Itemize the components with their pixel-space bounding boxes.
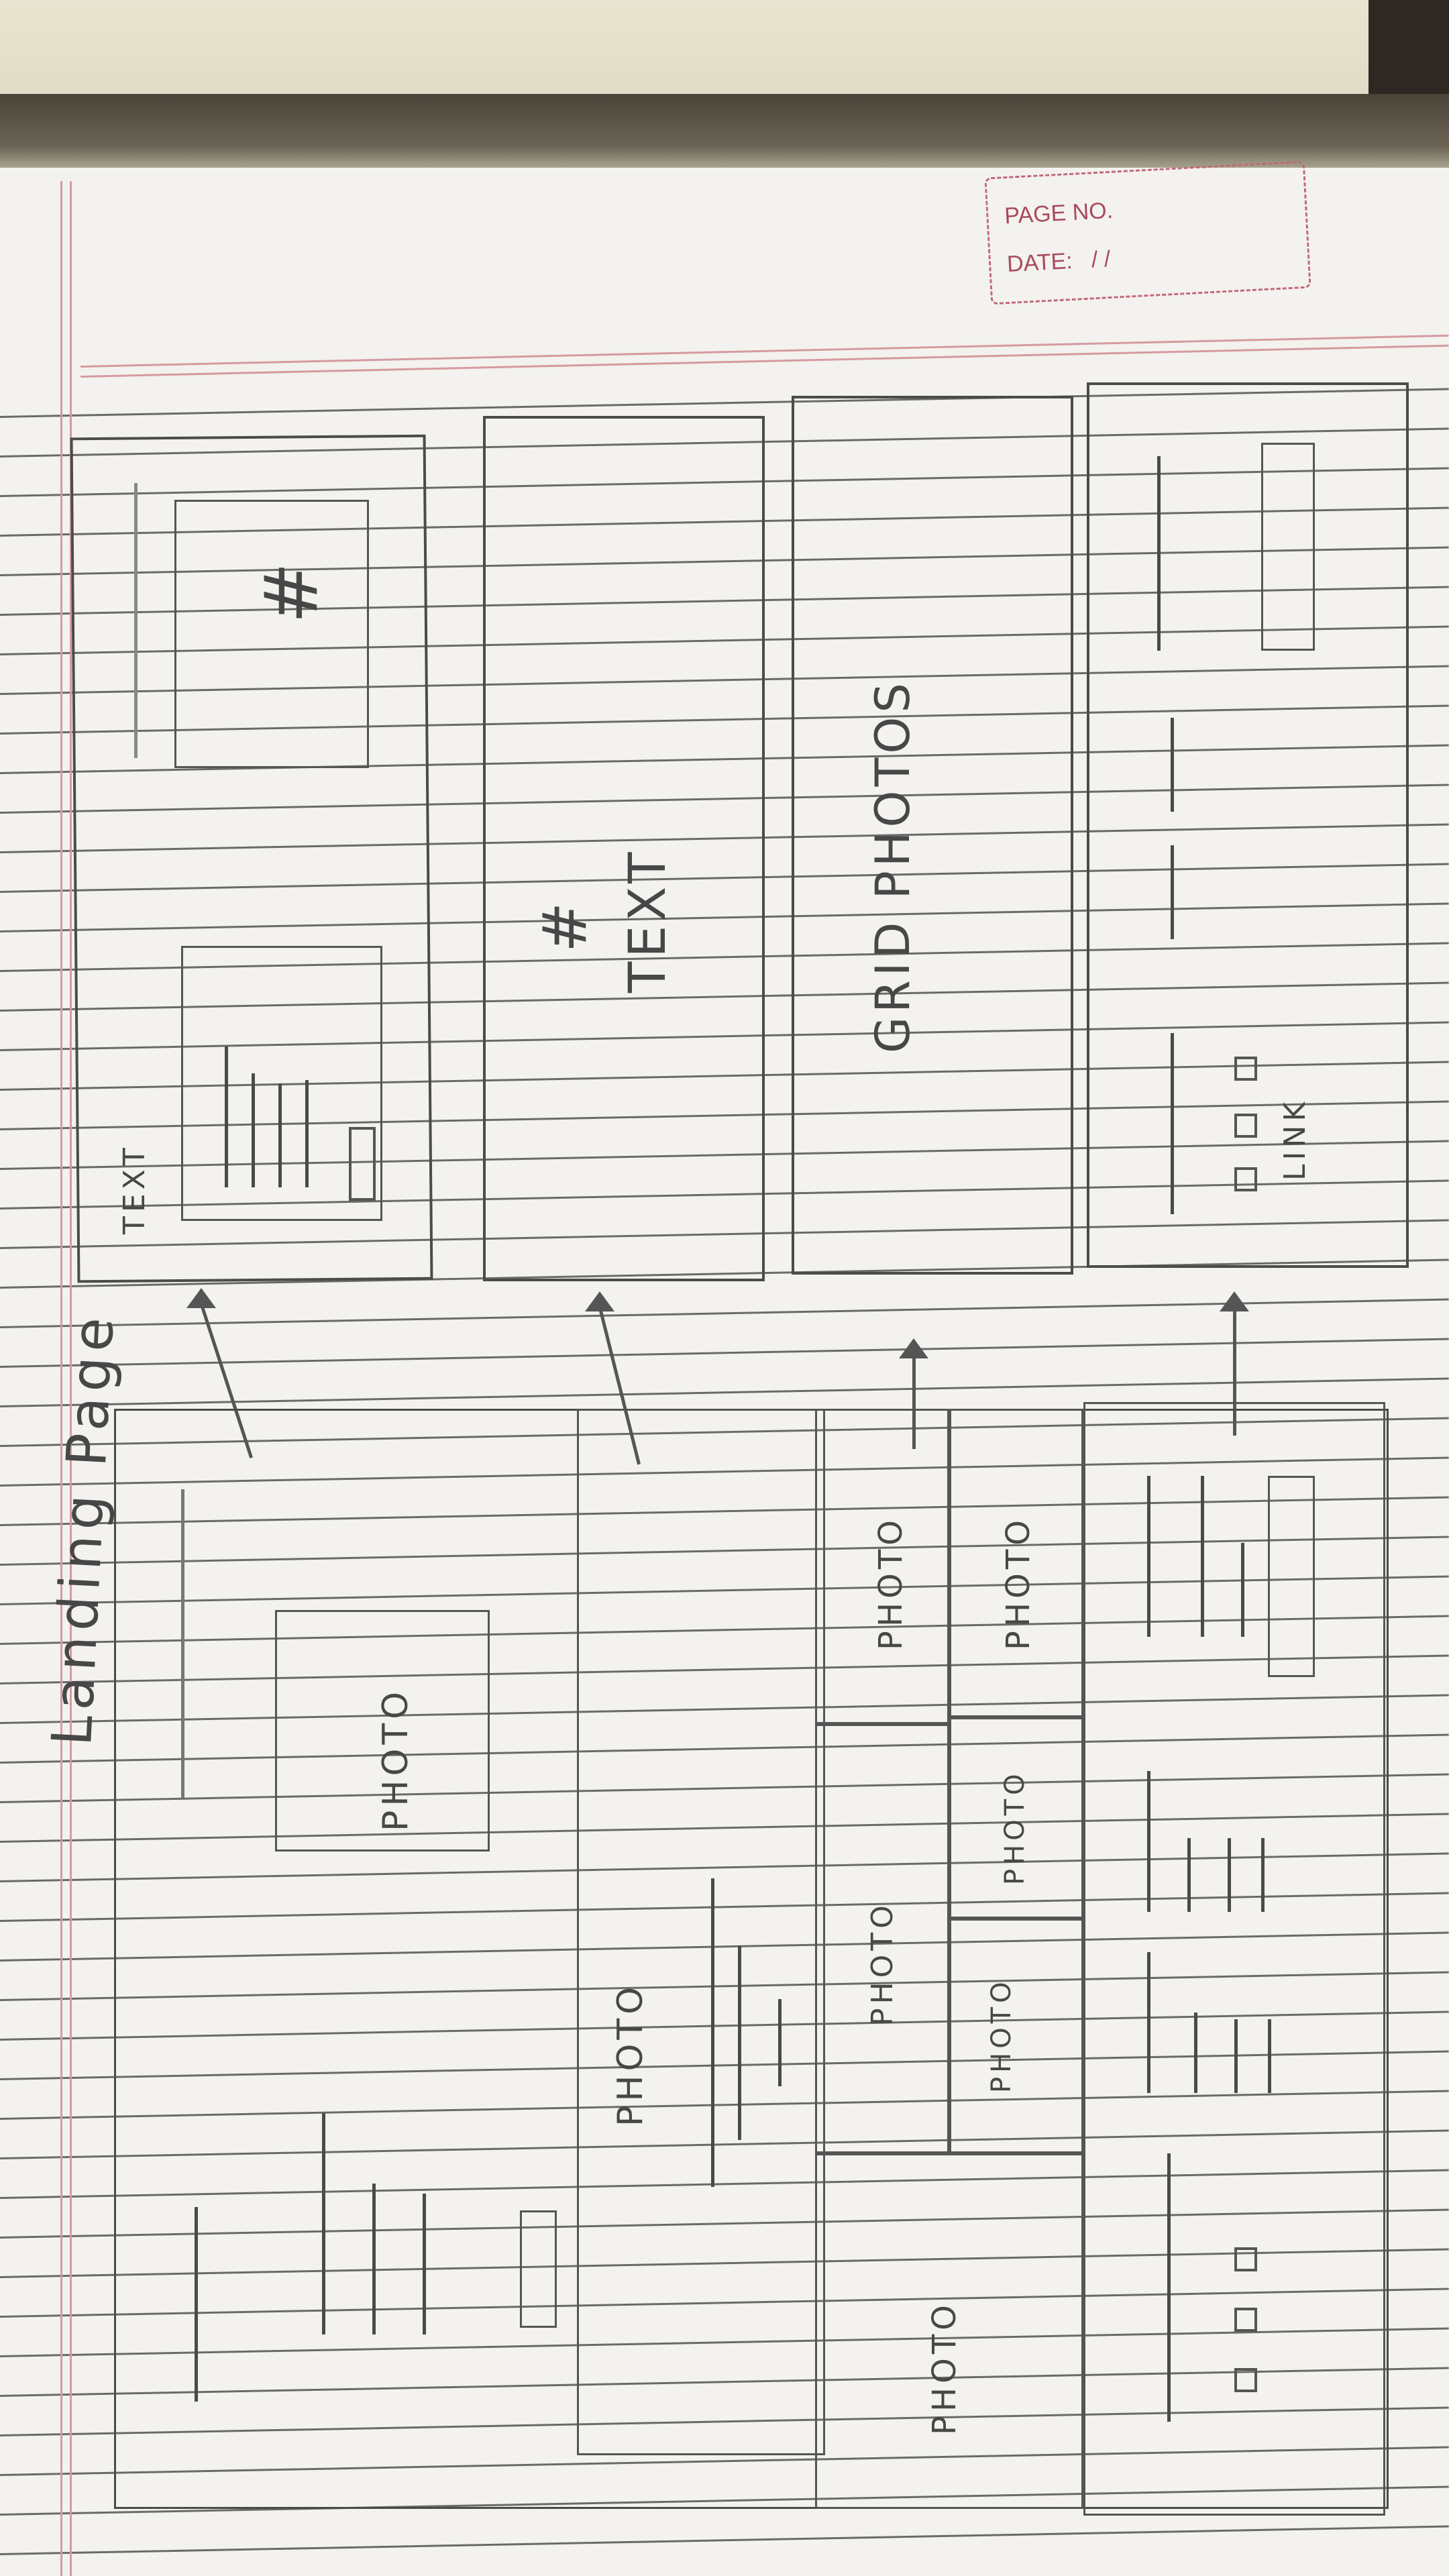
text-line: [278, 1083, 282, 1187]
nav-line: [181, 1489, 184, 1798]
footer-line: [1187, 1838, 1191, 1912]
page-shadow: [0, 94, 1449, 181]
footer-line: [1228, 1838, 1231, 1912]
text-line: [252, 1073, 255, 1187]
footer-box: [1261, 443, 1315, 651]
hero-text-line: [322, 2113, 325, 2334]
footer-line: [1171, 1033, 1174, 1214]
social-icon: [1234, 2247, 1257, 2271]
nav-line: [134, 483, 138, 758]
hero-symbol: #: [248, 557, 334, 624]
feature-section: [577, 1409, 825, 2455]
social-icon: [1234, 1167, 1257, 1191]
hero-text-line: [372, 2184, 376, 2334]
text-section: [483, 416, 765, 1281]
footer-section: [1087, 382, 1409, 1268]
footer-line: [1234, 2019, 1238, 2093]
footer-line: [1171, 718, 1174, 812]
grid-photo-label: PHOTO: [865, 1901, 900, 2026]
grid-photo-cell: [815, 1724, 949, 2153]
social-icon: [1234, 2368, 1257, 2392]
grid-photo-cell: [815, 2153, 1083, 2509]
feature-text-line: [778, 1999, 782, 2086]
footer-line: [1201, 1476, 1204, 1637]
grid-photo-cell: [949, 1409, 1083, 1717]
footer-wireframe: [1083, 1402, 1385, 2516]
desk-corner: [1368, 0, 1449, 94]
button-sketch: [349, 1127, 376, 1201]
grid-photo-label: PHOTO: [1000, 1516, 1037, 1650]
hero-button: [520, 2210, 557, 2328]
footer-line: [1268, 2019, 1271, 2093]
hero-photo-label: PHOTO: [376, 1687, 416, 1831]
footer-line: [1157, 456, 1161, 651]
grid-photo-cell: [815, 1409, 949, 1724]
footer-line: [1167, 2153, 1171, 2422]
hero-text-line: [423, 2194, 426, 2334]
arrow: [912, 1355, 916, 1449]
grid-label: GRID PHOTOS: [865, 679, 920, 1053]
feature-text-line: [738, 1945, 741, 2140]
social-icon: [1234, 1057, 1257, 1081]
footer-line: [1261, 1838, 1265, 1912]
grid-photo-label: PHOTO: [986, 1978, 1017, 2093]
footer-link-label: LINK: [1278, 1097, 1312, 1181]
social-icon: [1234, 1114, 1257, 1138]
footer-box: [1268, 1476, 1315, 1677]
grid-photo-label: PHOTO: [926, 2301, 963, 2435]
footer-line: [1147, 1476, 1150, 1637]
grid-photo-cell: [949, 1919, 1083, 2153]
footer-line: [1147, 1952, 1150, 2093]
grid-photo-cell: [949, 1717, 1083, 1919]
footer-line: [1171, 845, 1174, 939]
margin-line: [70, 181, 72, 2576]
text-card: [181, 946, 382, 1221]
margin-line: [60, 181, 62, 2576]
hero-text-line: [195, 2207, 198, 2402]
text-line: [225, 1046, 228, 1187]
text-section-symbol: #: [530, 898, 600, 953]
arrow: [1233, 1308, 1236, 1436]
footer-line: [1147, 1771, 1150, 1912]
text-section-title: TEXT: [617, 848, 677, 993]
grid-photo-label: PHOTO: [1000, 1770, 1030, 1885]
social-icon: [1234, 2308, 1257, 2332]
hero-box: [174, 500, 369, 768]
grid-photo-label: PHOTO: [872, 1516, 910, 1650]
page-stamp: PAGE NO. DATE: / /: [984, 160, 1311, 305]
header-text-label: TEXT: [117, 1144, 152, 1234]
grid-section: [792, 396, 1073, 1275]
feature-photo-label: PHOTO: [610, 1982, 651, 2127]
feature-text-line: [711, 1878, 714, 2187]
text-line: [305, 1080, 309, 1187]
footer-line: [1194, 2012, 1197, 2093]
footer-line: [1241, 1543, 1244, 1637]
hero-photo-box: [275, 1610, 490, 1851]
